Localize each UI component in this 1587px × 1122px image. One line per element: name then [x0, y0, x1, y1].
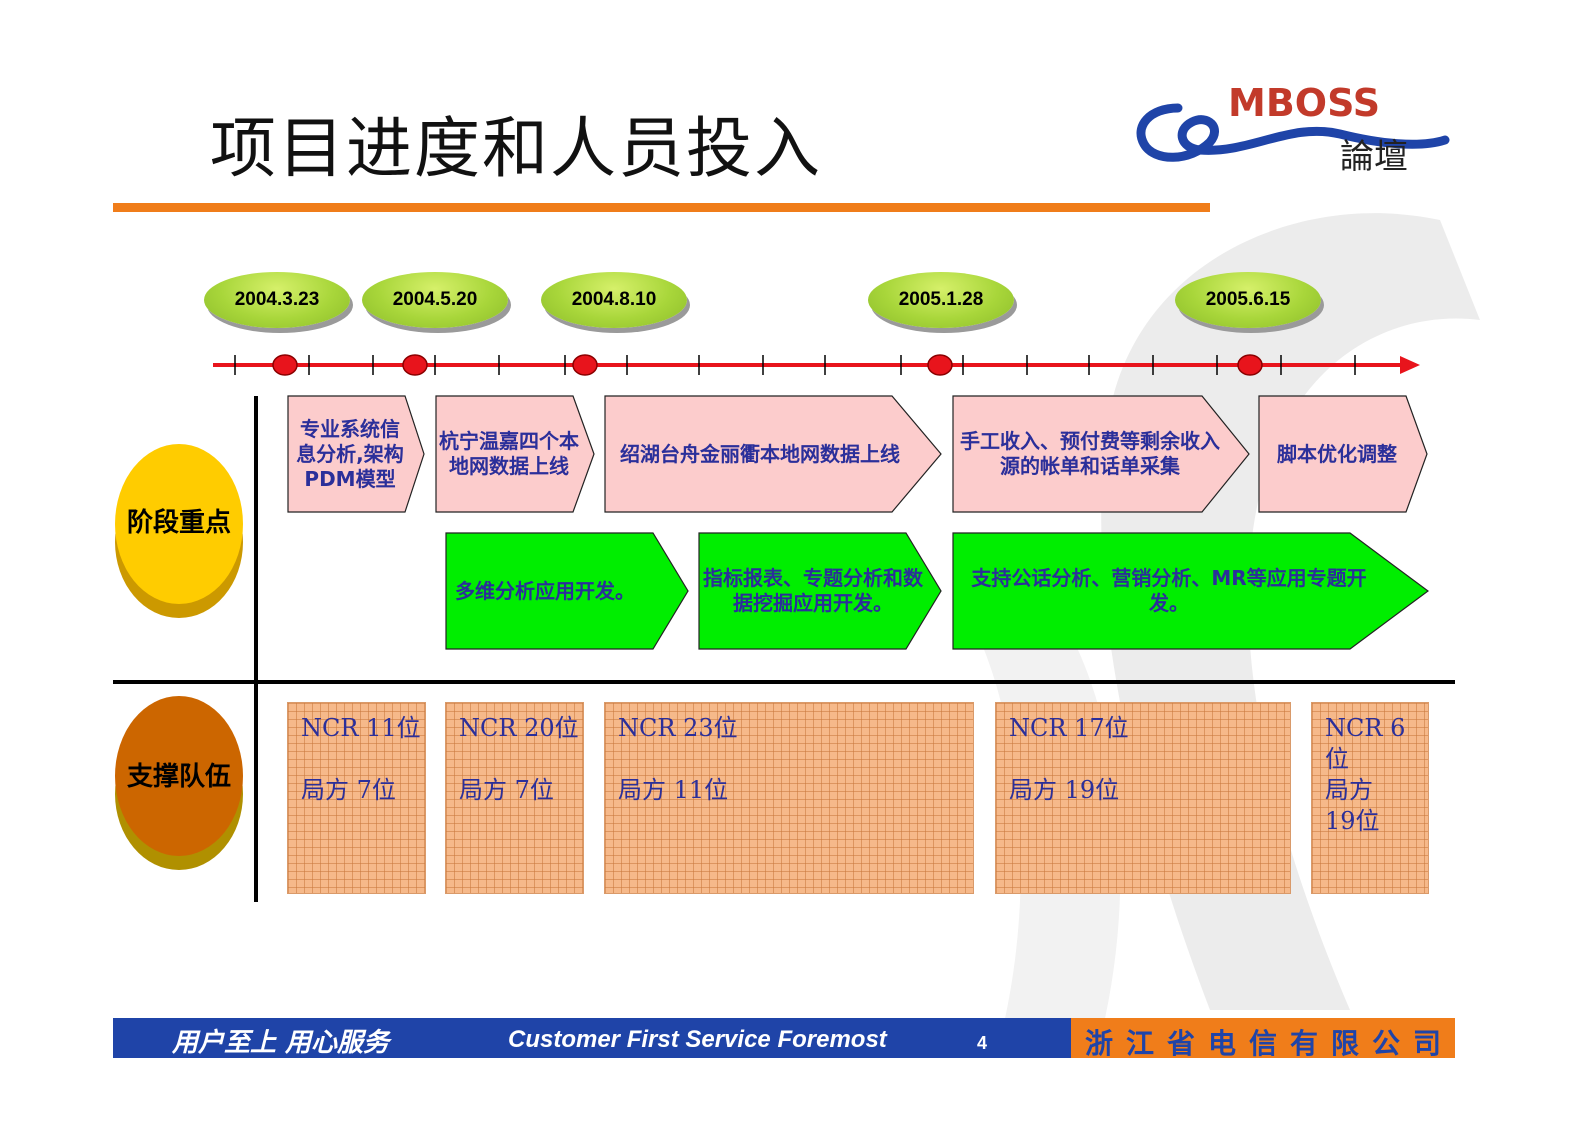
date-marker: 2004.5.20	[362, 272, 508, 328]
team-section-label: 支撑队伍	[126, 762, 231, 792]
team-ncr: NCR 20位	[459, 714, 579, 742]
date-marker: 2005.1.28	[868, 272, 1014, 328]
app-arrow: 指标报表、专题分析和数据挖掘应用开发。	[698, 532, 942, 650]
footer-bar	[113, 1018, 1071, 1058]
team-box: NCR 20位 局方 7位	[445, 702, 584, 894]
matrix-horizontal-divider	[113, 680, 1455, 684]
date-marker: 2004.8.10	[541, 272, 687, 328]
team-ncr: NCR 23位	[618, 714, 738, 742]
app-arrow: 支持公话分析、营销分析、MR等应用专题开发。	[952, 532, 1429, 650]
stage-text: 手工收入、预付费等剩余收入源的帐单和话单采集	[960, 429, 1220, 478]
stage-text: 绍湖台舟金丽衢本地网数据上线	[620, 441, 900, 466]
matrix-vertical-axis	[254, 396, 258, 902]
page-number: 4	[977, 1033, 988, 1053]
timeline-axis	[213, 354, 1420, 376]
stage-arrow: 杭宁温嘉四个本地网数据上线	[435, 395, 595, 513]
team-local: 局方 19位	[1009, 776, 1120, 804]
footer-slogan-en: Customer First Service Foremost	[508, 1026, 887, 1053]
team-local: 局方 11位	[618, 776, 729, 804]
team-ncr: NCR 17位	[1009, 714, 1129, 742]
logo-brand-text: MBOSS	[1228, 81, 1380, 125]
focus-section-circle: 阶段重点	[114, 438, 244, 618]
team-box: NCR 17位 局方 19位	[995, 702, 1291, 894]
team-local: 局方 7位	[301, 776, 396, 804]
app-text: 多维分析应用开发。	[455, 578, 635, 603]
app-arrow: 多维分析应用开发。	[445, 532, 689, 650]
page-title: 项目进度和人员投入	[210, 110, 822, 187]
focus-section-label: 阶段重点	[126, 508, 231, 538]
footer-company: 浙江省电信有限公司	[1085, 1027, 1455, 1060]
emboss-logo: MBOSS 論壇	[1130, 78, 1450, 178]
date-marker: 2004.3.23	[204, 272, 350, 328]
app-text: 指标报表、专题分析和数据挖掘应用开发。	[703, 566, 923, 615]
stage-text: 脚本优化调整	[1277, 441, 1397, 466]
stage-arrow: 脚本优化调整	[1258, 395, 1428, 513]
footer-slogan: 用户至上 用心服务	[172, 1028, 390, 1058]
stage-arrow: 专业系统信息分析,架构PDM模型	[287, 395, 425, 513]
stage-arrow: 手工收入、预付费等剩余收入源的帐单和话单采集	[952, 395, 1250, 513]
team-ncr: NCR 11位	[301, 714, 421, 742]
stage-text: 专业系统信息分析,架构PDM模型	[296, 416, 404, 491]
app-text: 支持公话分析、营销分析、MR等应用专题开发。	[971, 566, 1367, 615]
team-box: NCR 11位 局方 7位	[287, 702, 426, 894]
team-box: NCR 23位 局方 11位	[604, 702, 974, 894]
title-divider	[113, 203, 1210, 212]
team-ncr: NCR 6 位	[1325, 714, 1406, 774]
team-local: 局方 7位	[459, 776, 554, 804]
stage-text: 杭宁温嘉四个本地网数据上线	[439, 429, 579, 478]
stage-arrow: 绍湖台舟金丽衢本地网数据上线	[604, 395, 942, 513]
footer-company-bar	[1071, 1018, 1455, 1058]
team-section-circle: 支撑队伍	[114, 690, 244, 870]
team-local: 局方 19位	[1325, 776, 1380, 836]
logo-sub-text: 論壇	[1340, 137, 1408, 177]
team-box: NCR 6 位 局方 19位	[1311, 702, 1429, 894]
date-marker: 2005.6.15	[1175, 272, 1321, 328]
